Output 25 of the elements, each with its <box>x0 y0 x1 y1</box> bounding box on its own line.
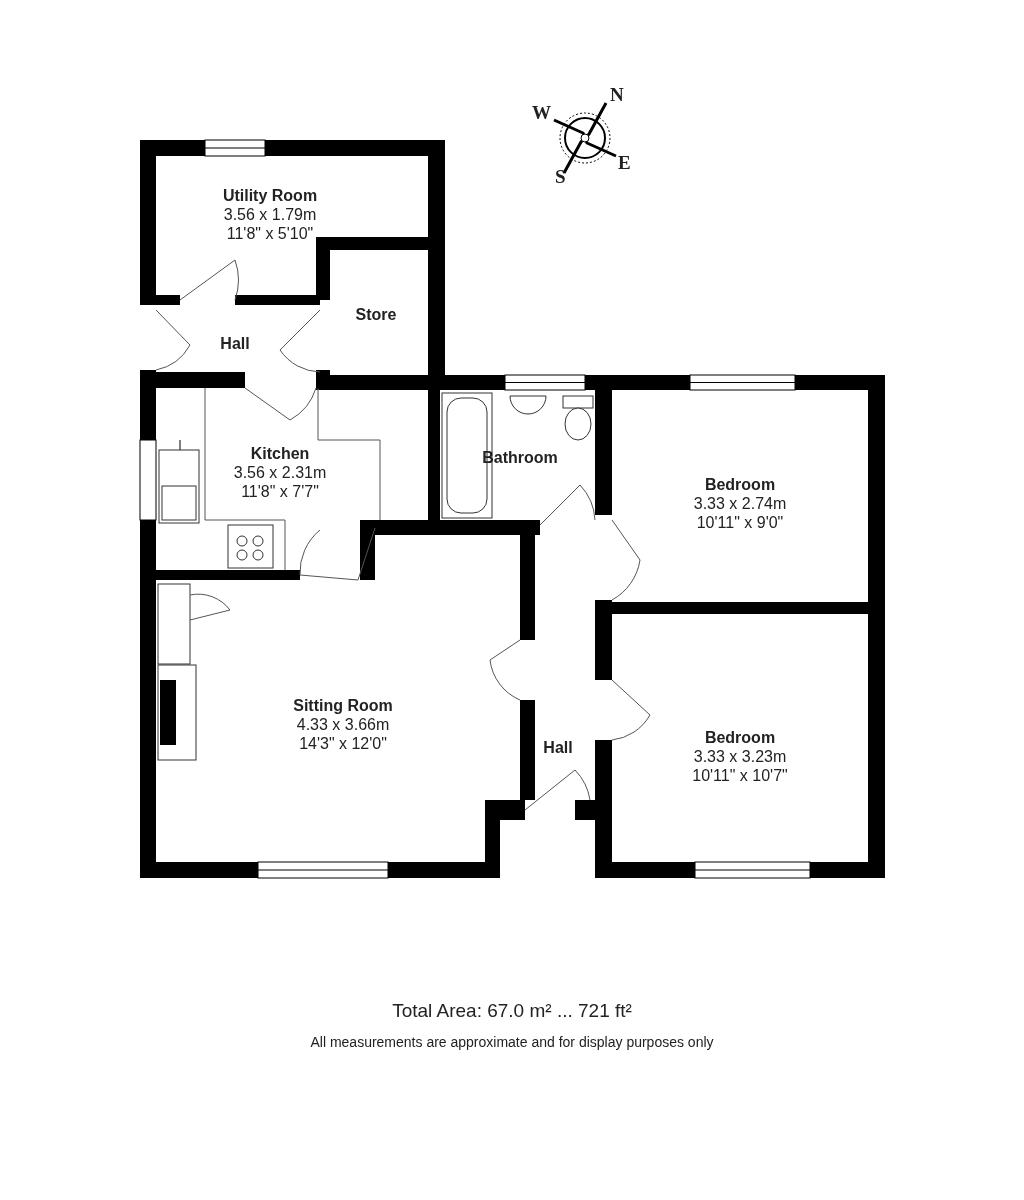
compass-letter: E <box>618 152 631 174</box>
room-dimensions: 10'11" x 10'7" <box>691 766 789 785</box>
compass-letter: W <box>532 102 551 124</box>
room-dimensions: 3.56 x 1.79m <box>222 205 318 224</box>
room-dimensions: 3.33 x 3.23m <box>692 747 788 766</box>
room-dimensions: 4.33 x 3.66m <box>295 715 391 734</box>
room-dimensions: 11'8" x 5'10" <box>225 224 315 243</box>
room-name: Kitchen <box>249 444 311 463</box>
room-name: Bedroom <box>703 475 777 494</box>
room-name: Bathroom <box>481 448 559 467</box>
disclaimer-text: All measurements are approximate and for display purposes only <box>310 1034 714 1050</box>
compass-letter: S <box>555 166 566 188</box>
room-dimensions: 10'11" x 9'0" <box>695 513 785 532</box>
room-name: Bedroom <box>703 728 777 747</box>
room-dimensions: 3.56 x 2.31m <box>232 463 328 482</box>
room-name: Store <box>354 305 398 324</box>
room-name: Hall <box>219 334 251 353</box>
room-name: Utility Room <box>221 186 319 205</box>
room-dimensions: 11'8" x 7'7" <box>240 482 320 501</box>
compass-letter: N <box>610 84 624 106</box>
room-dimensions: 14'3" x 12'0" <box>298 734 388 753</box>
room-dimensions: 3.33 x 2.74m <box>692 494 788 513</box>
room-name: Sitting Room <box>292 696 394 715</box>
room-name: Hall <box>542 738 574 757</box>
total-area-text: Total Area: 67.0 m² ... 721 ft² <box>392 1000 632 1022</box>
